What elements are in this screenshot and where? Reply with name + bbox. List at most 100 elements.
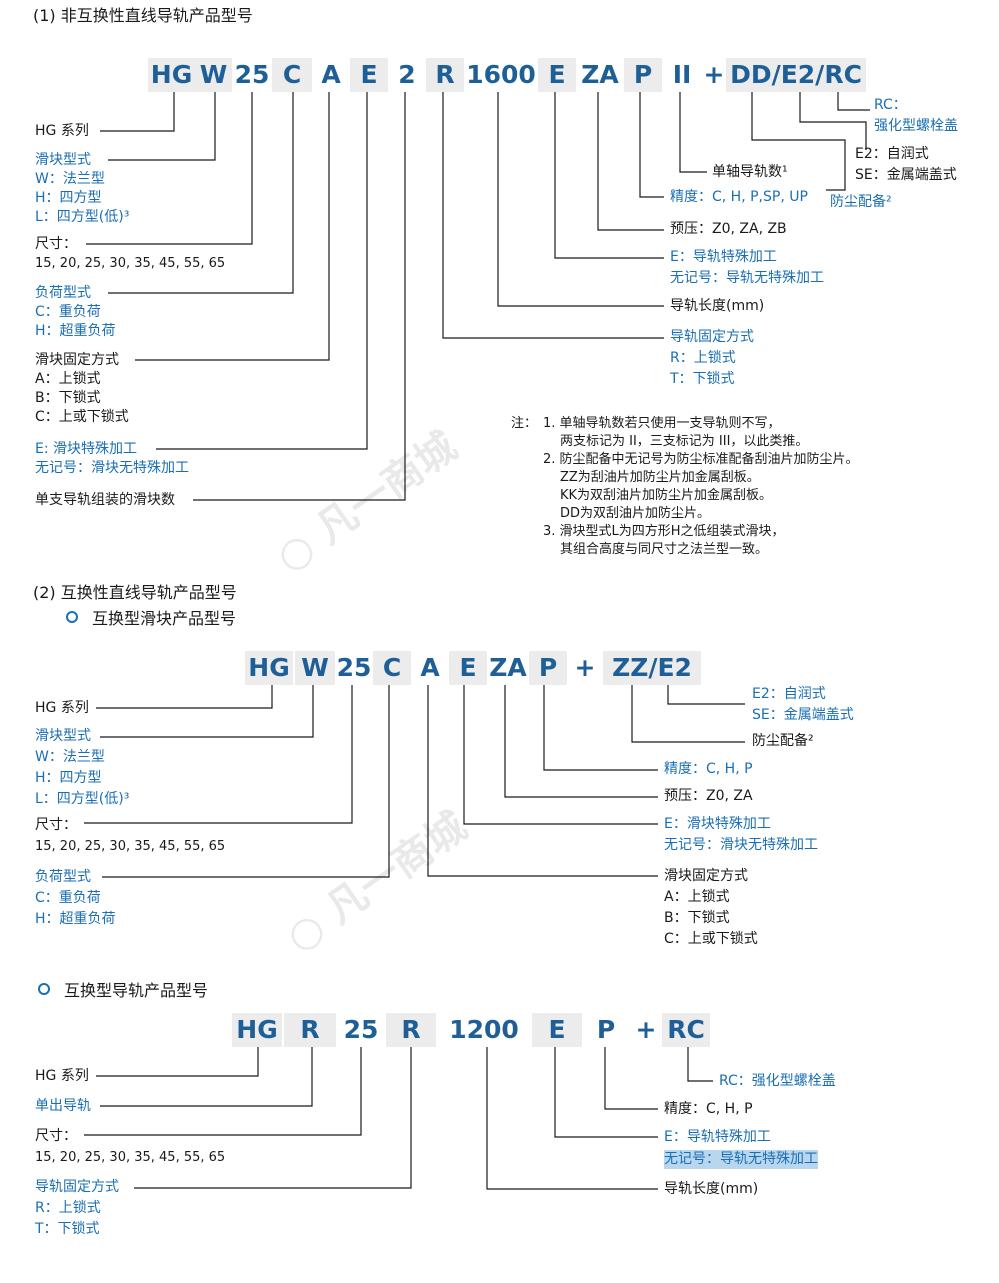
code-segment: A <box>312 58 350 92</box>
code-segment: + <box>567 651 603 685</box>
block-code-row: HG W 25 C A E ZA P + ZZ/E2 <box>245 651 701 685</box>
note-line: ZZ为刮油片加防尘片加金属刮板。 <box>560 470 760 485</box>
label-accuracy: 精度：C, H, P <box>664 1101 753 1117</box>
note-line: 2. 防尘配备中无记号为防尘标准配备刮油片加防尘片。 <box>543 452 859 467</box>
notes-prefix: 注： <box>511 416 538 431</box>
label-rail-mount-t: T：下锁式 <box>670 371 735 387</box>
code-segment: 25 <box>232 58 272 92</box>
label-block-type-l: L：四方型(低)³ <box>35 791 130 807</box>
label-rail-mount-title: 导轨固定方式 <box>35 1179 119 1195</box>
note-line: 其组合高度与同尺寸之法兰型一致。 <box>560 542 769 557</box>
label-mount-c: C：上或下锁式 <box>664 931 758 947</box>
label-se: SE：金属端盖式 <box>752 707 854 723</box>
code-segment: ZA <box>487 651 529 685</box>
label-load-h: H：超重负荷 <box>35 911 116 927</box>
code-segment: RC <box>662 1013 710 1047</box>
label-dust: 防尘配备² <box>752 733 814 749</box>
code-segment: C <box>272 58 312 92</box>
note-line: DD为双刮油片加防尘片。 <box>560 506 711 521</box>
code-segment: W <box>295 651 335 685</box>
section1-code-row: HG W 25 C A E 2 R 1600 E ZA P II + DD/E2… <box>148 58 866 92</box>
label-series: HG 系列 <box>35 700 89 716</box>
label-block-special-none: 无记号：滑块无特殊加工 <box>35 460 189 476</box>
code-segment: DD/E2/RC <box>726 58 866 92</box>
label-load-c: C：重负荷 <box>35 890 101 906</box>
label-e2: E2：自润式 <box>855 146 929 162</box>
code-segment: II <box>662 58 702 92</box>
code-segment: E <box>350 58 388 92</box>
section1-title: (1) 非互换性直线导轨产品型号 <box>33 6 253 25</box>
label-accuracy: 精度：C, H, P <box>664 761 753 777</box>
label-rail-length: 导轨长度(mm) <box>664 1181 759 1197</box>
code-segment: E <box>538 58 576 92</box>
label-load-c: C：重负荷 <box>35 304 101 320</box>
code-segment: R <box>284 1013 336 1047</box>
label-block-type-h: H：四方型 <box>35 190 102 206</box>
label-se: SE：金属端盖式 <box>855 167 957 183</box>
code-segment: + <box>702 58 726 92</box>
code-segment: ZZ/E2 <box>603 651 701 685</box>
label-rails-per-axis: 单轴导轨数¹ <box>712 164 788 180</box>
label-rail-special-none: 无记号：导轨无特殊加工 <box>670 270 824 286</box>
rail-code-row: HG R 25 R 1200 E P + RC <box>232 1013 710 1047</box>
label-rail-mount-t: T：下锁式 <box>35 1221 100 1237</box>
code-segment: HG <box>245 651 293 685</box>
label-block-type-l: L：四方型(低)³ <box>35 209 130 225</box>
bullet-icon <box>38 983 50 995</box>
label-size-values: 15, 20, 25, 30, 35, 45, 55, 65 <box>35 256 226 271</box>
label-block-special-e: E: 滑块特殊加工 <box>35 441 138 457</box>
label-e2: E2：自润式 <box>752 686 826 702</box>
label-mount-title: 滑块固定方式 <box>35 352 119 368</box>
code-segment: E <box>532 1013 582 1047</box>
label-rail-mount-r: R：上锁式 <box>670 350 736 366</box>
code-segment: 2 <box>388 58 426 92</box>
label-rc: RC：强化型螺栓盖 <box>719 1073 836 1089</box>
label-mount-title: 滑块固定方式 <box>664 868 748 884</box>
label-load-h: H：超重负荷 <box>35 323 116 339</box>
bullet-icon <box>66 611 78 623</box>
code-segment: P <box>529 651 567 685</box>
code-segment: 1600 <box>464 58 538 92</box>
rail-subtitle: 互换型导轨产品型号 <box>38 977 208 1001</box>
label-rail-length: 导轨长度(mm) <box>670 298 765 314</box>
note-line: 1. 单轴导轨数若只使用一支导轨则不写， <box>543 416 781 431</box>
code-segment: P <box>582 1013 630 1047</box>
code-segment: 25 <box>336 1013 386 1047</box>
label-preload: 预压：Z0, ZA, ZB <box>670 221 787 237</box>
code-segment: C <box>373 651 411 685</box>
code-segment: HG <box>148 58 195 92</box>
label-block-type-title: 滑块型式 <box>35 152 91 168</box>
label-size-values: 15, 20, 25, 30, 35, 45, 55, 65 <box>35 1150 226 1165</box>
label-mount-c: C：上或下锁式 <box>35 409 129 425</box>
label-rail-mount-title: 导轨固定方式 <box>670 329 754 345</box>
label-rail-mount-r: R：上锁式 <box>35 1200 101 1216</box>
note-line: KK为双刮油片加防尘片加金属刮板。 <box>560 488 773 503</box>
label-size-title: 尺寸： <box>35 817 77 833</box>
label-size-title: 尺寸： <box>35 1128 77 1144</box>
code-segment: P <box>624 58 662 92</box>
label-block-type-title: 滑块型式 <box>35 728 91 744</box>
label-block-type-w: W：法兰型 <box>35 749 105 765</box>
label-blocks-per-rail: 单支导轨组装的滑块数 <box>35 492 175 508</box>
label-rc-code: RC： <box>874 97 907 113</box>
code-segment: W <box>195 58 232 92</box>
code-segment: 1200 <box>436 1013 532 1047</box>
label-dust: 防尘配备² <box>830 194 892 210</box>
code-segment: HG <box>232 1013 282 1047</box>
label-series: HG 系列 <box>35 1068 89 1084</box>
label-preload: 预压：Z0, ZA <box>664 788 753 804</box>
label-rail-special-e: E：导轨特殊加工 <box>670 249 777 265</box>
label-size-title: 尺寸： <box>35 236 77 252</box>
label-block-special-none: 无记号：滑块无特殊加工 <box>664 837 818 853</box>
label-block-type-h: H：四方型 <box>35 770 102 786</box>
section2-title: (2) 互换性直线导轨产品型号 <box>33 583 237 602</box>
label-rail-special-e: E：导轨特殊加工 <box>664 1129 771 1145</box>
label-series: HG 系列 <box>35 123 89 139</box>
label-rc-desc: 强化型螺栓盖 <box>874 118 958 134</box>
note-line: 两支标记为 II，三支标记为 III，以此类推。 <box>560 434 809 449</box>
code-segment: R <box>426 58 464 92</box>
label-block-type-w: W：法兰型 <box>35 171 105 187</box>
label-mount-b: B：下锁式 <box>35 390 101 406</box>
code-segment: R <box>386 1013 436 1047</box>
